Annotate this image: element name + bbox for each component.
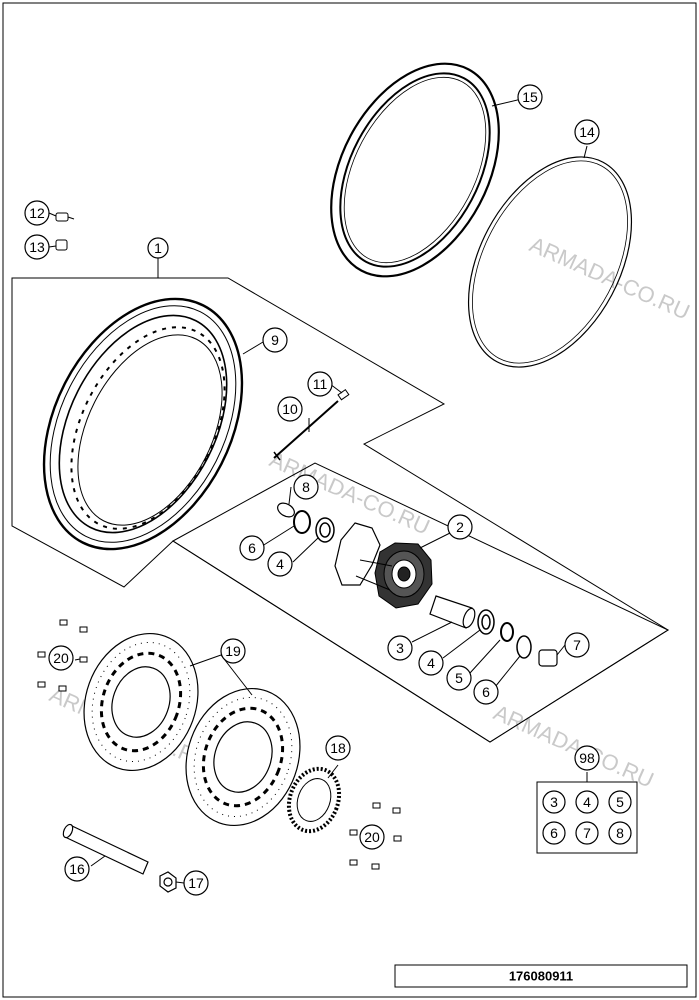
svg-text:6: 6 xyxy=(482,684,490,700)
callout-1[interactable]: 1 xyxy=(147,237,169,259)
valve xyxy=(55,212,75,222)
kit-item: 3 xyxy=(542,790,566,814)
kit-item: 5 xyxy=(608,790,632,814)
bearing xyxy=(477,609,495,635)
svg-text:5: 5 xyxy=(455,670,463,686)
tire xyxy=(330,62,500,278)
callout-2[interactable]: 2 xyxy=(447,514,473,540)
kit-item: 8 xyxy=(608,821,632,845)
svg-text:19: 19 xyxy=(225,643,241,659)
callout-7[interactable]: 7 xyxy=(564,632,590,658)
kit-98-box: 3 4 5 6 7 8 xyxy=(536,781,638,854)
svg-text:9: 9 xyxy=(271,332,279,348)
hub-assembly-outline xyxy=(172,462,670,743)
callout-5[interactable]: 5 xyxy=(446,665,472,691)
spoke xyxy=(273,400,339,461)
callout-12[interactable]: 12 xyxy=(24,200,50,226)
callout-4[interactable]: 4 xyxy=(418,650,444,676)
callout-18[interactable]: 18 xyxy=(325,735,351,761)
brake-disc xyxy=(185,687,301,827)
callout-13[interactable]: 13 xyxy=(24,234,50,260)
svg-text:20: 20 xyxy=(53,650,69,666)
callout-10[interactable]: 10 xyxy=(277,396,303,422)
callout-19[interactable]: 19 xyxy=(220,638,246,664)
callout-4[interactable]: 4 xyxy=(267,551,293,577)
kit-item: 6 xyxy=(542,821,566,845)
svg-text:2: 2 xyxy=(456,519,464,535)
wheel-hub xyxy=(334,522,433,609)
kit-item: 4 xyxy=(575,790,599,814)
shaft-seal xyxy=(516,635,532,659)
svg-text:3: 3 xyxy=(550,794,558,810)
callout-3[interactable]: 3 xyxy=(387,635,413,661)
svg-text:4: 4 xyxy=(276,556,284,572)
callout-98[interactable]: 98 xyxy=(574,745,600,771)
brake-disc xyxy=(83,632,199,772)
callout-6[interactable]: 6 xyxy=(239,535,265,561)
svg-text:6: 6 xyxy=(550,825,558,841)
svg-text:5: 5 xyxy=(616,794,624,810)
circlip xyxy=(293,510,311,534)
svg-text:6: 6 xyxy=(248,540,256,556)
svg-text:4: 4 xyxy=(583,794,591,810)
svg-text:11: 11 xyxy=(313,376,328,392)
svg-text:14: 14 xyxy=(579,124,595,140)
svg-text:98: 98 xyxy=(579,750,595,766)
svg-text:13: 13 xyxy=(29,239,45,255)
svg-text:7: 7 xyxy=(573,637,581,653)
abs-tone-wheel xyxy=(286,766,342,834)
svg-text:8: 8 xyxy=(616,825,624,841)
svg-text:4: 4 xyxy=(427,655,435,671)
valve-cap xyxy=(55,239,68,251)
callout-20[interactable]: 20 xyxy=(48,645,74,671)
svg-text:20: 20 xyxy=(364,829,380,845)
spacer-sleeve xyxy=(429,595,476,629)
svg-text:16: 16 xyxy=(69,861,85,877)
svg-text:10: 10 xyxy=(282,401,298,417)
svg-text:3: 3 xyxy=(396,640,404,656)
spacer xyxy=(538,649,558,667)
svg-text:17: 17 xyxy=(188,875,204,891)
drawing-number: 176080911 xyxy=(509,969,573,984)
watermark: ARMADA-CO.RU xyxy=(266,447,434,540)
kit-item: 7 xyxy=(575,821,599,845)
disc-screws xyxy=(37,619,402,870)
watermark: ARMADA-CO.RU xyxy=(490,700,658,793)
svg-text:7: 7 xyxy=(583,825,591,841)
callout-6[interactable]: 6 xyxy=(473,679,499,705)
callout-17[interactable]: 17 xyxy=(183,870,209,896)
shaft-seal xyxy=(277,502,295,518)
callout-14[interactable]: 14 xyxy=(574,119,600,145)
callout-11[interactable]: 11 xyxy=(307,371,333,397)
watermark: ARMADA-CO.RU xyxy=(526,232,694,325)
bearing xyxy=(315,517,335,543)
axle-nut xyxy=(159,871,177,893)
callout-16[interactable]: 16 xyxy=(64,856,90,882)
svg-text:15: 15 xyxy=(522,89,538,105)
callout-20[interactable]: 20 xyxy=(359,824,385,850)
rim xyxy=(42,297,244,551)
svg-text:18: 18 xyxy=(330,740,346,756)
svg-text:1: 1 xyxy=(154,240,162,256)
svg-text:12: 12 xyxy=(29,205,45,221)
rim-band xyxy=(467,156,633,368)
drawing-number-box: 176080911 xyxy=(394,964,688,988)
wheel-axle xyxy=(62,823,149,875)
circlip xyxy=(500,622,514,642)
svg-text:8: 8 xyxy=(302,479,310,495)
callout-8[interactable]: 8 xyxy=(293,474,319,500)
callout-9[interactable]: 9 xyxy=(262,327,288,353)
callout-15[interactable]: 15 xyxy=(517,84,543,110)
